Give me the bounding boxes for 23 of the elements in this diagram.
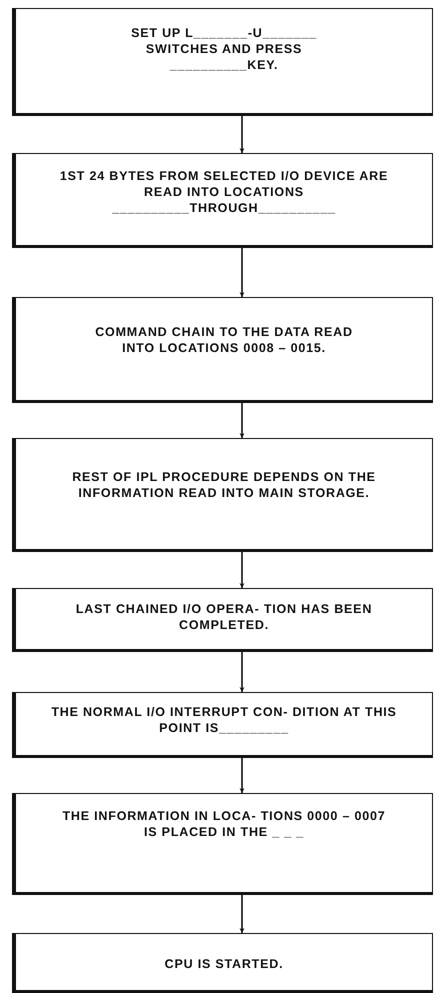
step-text: LAST CHAINED I/O OPERA- TION HAS BEEN COMPLETED. [74,601,374,633]
process-box [12,438,433,552]
arrow [240,248,244,297]
arrow [240,652,244,692]
process-box [12,692,433,758]
arrow [240,895,244,933]
process-box [12,793,433,895]
step-text: SET UP L_______-U_______ SWITCHES AND PRESS __________KEY. [130,25,318,73]
arrow [240,403,244,438]
step-text: THE INFORMATION IN LOCA- TIONS 0000 – 0007 IS PLACED IN THE _ _ _ [61,808,386,840]
process-box [12,588,433,652]
step-text: COMMAND CHAIN TO THE DATA READ INTO LOCATIONS 0008 – 0015. [94,324,354,356]
arrow [240,552,244,588]
step-text: 1ST 24 BYTES FROM SELECTED I/O DEVICE ARE READ INTO LOCATIONS __________THROUGH__________ [58,168,390,216]
step-text: CPU IS STARTED. [164,956,284,972]
process-box [12,297,433,403]
process-box [12,8,433,116]
arrow [240,116,244,153]
arrow [240,758,244,793]
step-text: REST OF IPL PROCEDURE DEPENDS ON THE INFORMATION READ INTO MAIN STORAGE. [71,469,377,501]
step-text: THE NORMAL I/O INTERRUPT CON- DITION AT THIS POINT IS_________ [50,704,398,736]
process-box [12,933,433,993]
process-box [12,153,433,248]
